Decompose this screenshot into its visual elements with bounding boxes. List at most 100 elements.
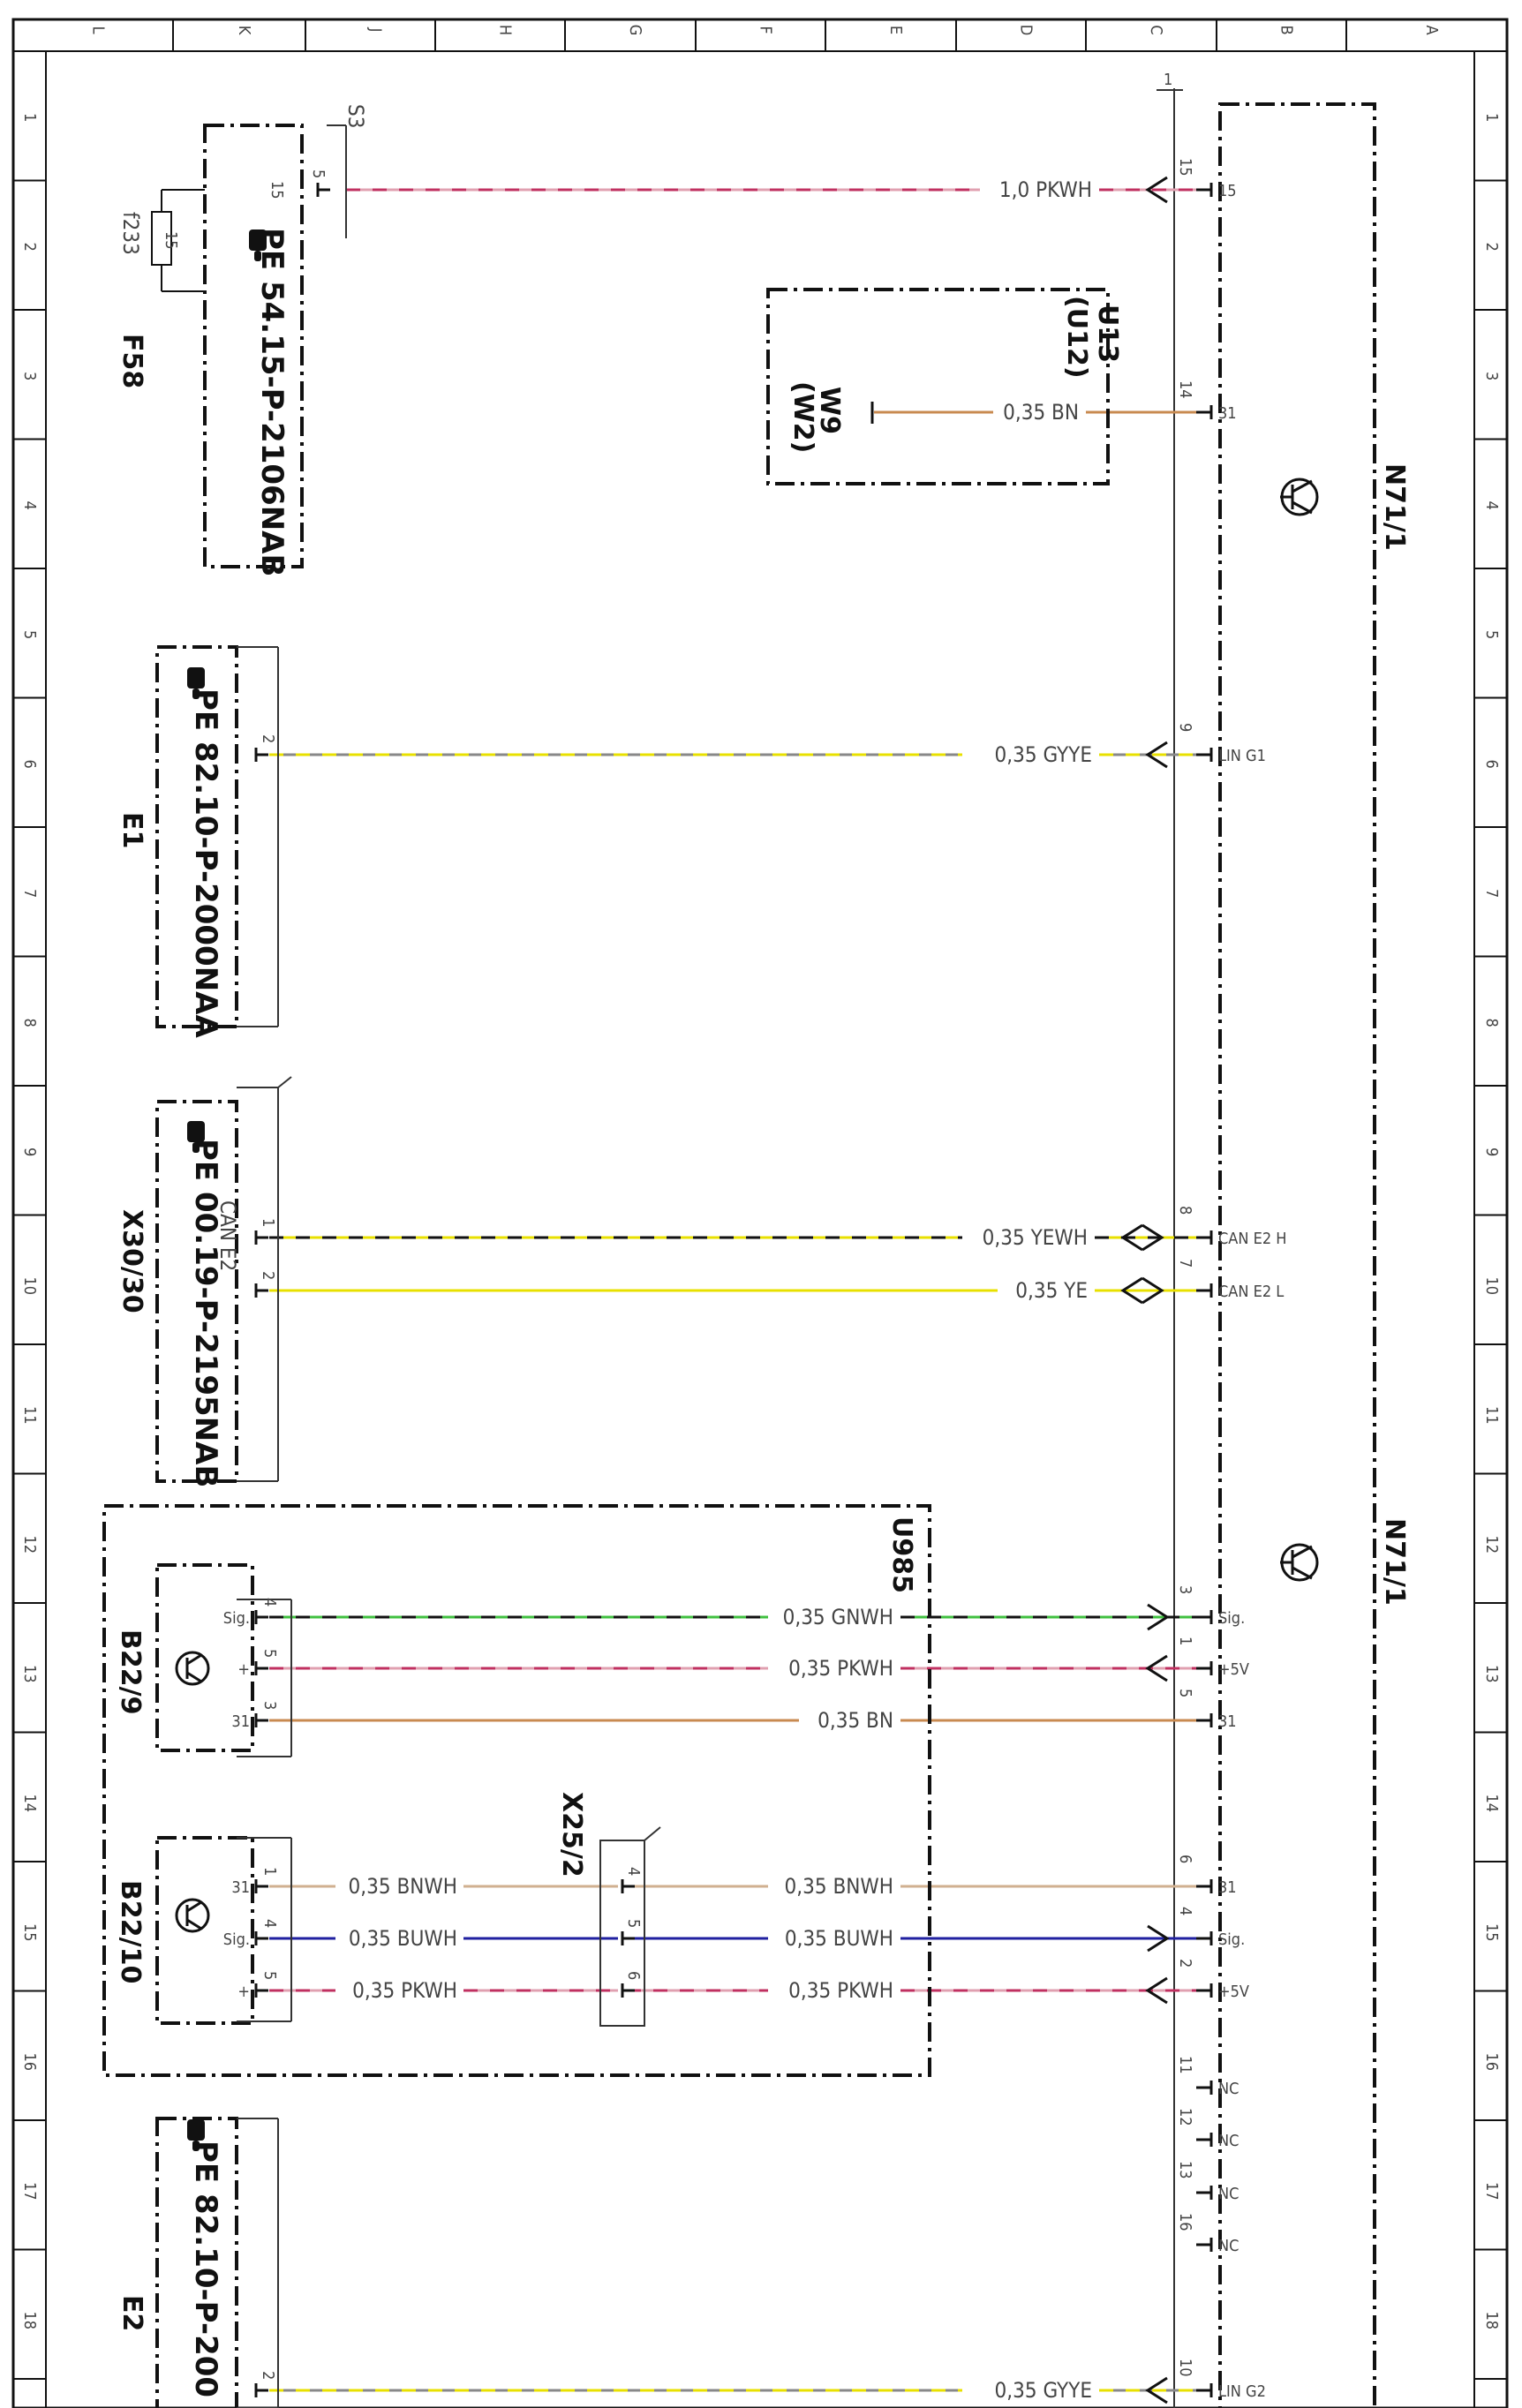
grid-row-label: 10 bbox=[20, 1277, 39, 1296]
n71-frame bbox=[1218, 102, 1376, 2408]
pin-number: 5 bbox=[260, 1971, 279, 1980]
grid-row-label: 5 bbox=[20, 630, 39, 639]
n71-pin-number: 10 bbox=[1176, 2359, 1194, 2377]
grid-row-label: 13 bbox=[20, 1665, 39, 1683]
wire-label: 0,35 BUWH bbox=[349, 1926, 457, 1951]
bidirectional-arrow-icon bbox=[1120, 1276, 1143, 1305]
pin-name: + bbox=[237, 1983, 250, 2001]
sensor-transistor-icon bbox=[175, 1651, 210, 1686]
grid-column-label: G bbox=[626, 25, 644, 36]
frame-u13 bbox=[766, 288, 1110, 485]
transistor-icon-lead bbox=[1292, 479, 1313, 493]
grid-row-label: 14 bbox=[1482, 1795, 1501, 1813]
wire-label: 0,35 BNWH bbox=[349, 1874, 457, 1899]
pin-number: 2 bbox=[259, 1271, 277, 1280]
wire-label: 0,35 BNWH bbox=[785, 1874, 893, 1899]
grid-column-label: E bbox=[886, 26, 905, 34]
sensor-transistor-lead bbox=[186, 1900, 202, 1913]
wire-label: 0,35 YE bbox=[1015, 1278, 1088, 1303]
grid-row-label: 17 bbox=[20, 2182, 39, 2201]
n71-pin-number: 8 bbox=[1176, 1206, 1194, 1215]
f233-label: f233 bbox=[118, 212, 143, 255]
wire-label: 0,35 BN bbox=[818, 1708, 893, 1733]
transistor-icon-lead bbox=[1292, 500, 1313, 515]
bus-number-label: 1 bbox=[1164, 71, 1172, 89]
frame-b22-9 bbox=[155, 1563, 254, 1752]
frame-u985 bbox=[102, 1504, 931, 2077]
x25-bracket-tick bbox=[644, 1826, 661, 1841]
n71-pin-name: CAN E2 H bbox=[1218, 1230, 1287, 1248]
grid-column-label: H bbox=[496, 25, 515, 35]
grid-row-label: 12 bbox=[20, 1536, 39, 1554]
f58-label: F58 bbox=[117, 334, 147, 388]
x25-connector bbox=[599, 1840, 645, 2027]
grid-row-label: 14 bbox=[20, 1795, 39, 1813]
w9-label: W9 bbox=[814, 387, 845, 434]
pe-s3-ref: PE 54.15-P-2106NAB bbox=[254, 228, 290, 576]
component-frames bbox=[102, 124, 1110, 2408]
pointer-hand-icon bbox=[187, 2119, 205, 2151]
transistor-icon-lead bbox=[1292, 1545, 1313, 1559]
e2-label: E2 bbox=[117, 2295, 147, 2331]
b22-10-label: B22/10 bbox=[115, 1880, 146, 1983]
frame-e2 bbox=[155, 2117, 238, 2408]
pin-number: 6 bbox=[624, 1971, 643, 1980]
grid-row-label: 13 bbox=[1482, 1665, 1501, 1683]
pointer-hand-palm bbox=[249, 230, 267, 251]
n71-pin-name: NC bbox=[1218, 2185, 1239, 2203]
n71-pin-name: 31 bbox=[1218, 404, 1237, 423]
grid-column-label: K bbox=[235, 26, 253, 35]
n71-pin-number: 9 bbox=[1176, 723, 1194, 732]
pointer-hand-icon bbox=[187, 1121, 205, 1153]
pointer-hand-finger bbox=[192, 2141, 200, 2151]
pointer-hand-finger bbox=[192, 1142, 200, 1153]
wire-label: 0,35 GYYE bbox=[995, 742, 1092, 767]
grid-row-label: 16 bbox=[1482, 2053, 1501, 2072]
n71-pin-number: 6 bbox=[1176, 1855, 1194, 1863]
pin-number: 3 bbox=[260, 1701, 279, 1710]
pin-number: 5 bbox=[260, 1649, 279, 1658]
wire-label: 0,35 GNWH bbox=[783, 1605, 893, 1629]
pe-x30-ref: PE 00.19-P-2195NAB bbox=[188, 1139, 223, 1487]
grid-row-label: 8 bbox=[1482, 1019, 1501, 1027]
pe-e2-ref: PE 82.10-P-200 bbox=[188, 2141, 223, 2397]
x30-label: X30/30 bbox=[117, 1209, 147, 1313]
grid-row-label: 12 bbox=[1482, 1536, 1501, 1554]
grid-row-label: 3 bbox=[20, 372, 39, 380]
pointer-hand-palm bbox=[187, 2119, 205, 2141]
arrow-in-icon bbox=[1145, 741, 1168, 769]
n71-pin-name: NC bbox=[1218, 2132, 1239, 2150]
grid-column-label: D bbox=[1017, 25, 1036, 35]
grid-row-label: 8 bbox=[20, 1019, 39, 1027]
n71-pin-number: 16 bbox=[1176, 2213, 1194, 2231]
grid-row-label: 11 bbox=[20, 1406, 39, 1425]
frame-s3 bbox=[203, 124, 304, 568]
grid-row-label: 16 bbox=[20, 2053, 39, 2072]
n71-pin-name: 15 bbox=[1218, 182, 1237, 200]
grid-column-label: L bbox=[89, 26, 108, 34]
grid-column-label: B bbox=[1277, 25, 1296, 34]
grid-row-label: 9 bbox=[20, 1148, 39, 1156]
wire-label: 0,35 PKWH bbox=[788, 1978, 893, 2003]
n71-pin-number: 14 bbox=[1176, 380, 1194, 399]
arrow-in-icon bbox=[1145, 1976, 1168, 2005]
wires bbox=[269, 176, 1196, 2404]
frame-e1 bbox=[155, 645, 238, 1028]
wire-label: 0,35 BUWH bbox=[785, 1926, 893, 1951]
grid-row-label: 10 bbox=[1482, 1277, 1501, 1296]
wire-label: 0,35 PKWH bbox=[788, 1656, 893, 1681]
pin-number: 2 bbox=[259, 2371, 277, 2380]
outer-border bbox=[11, 18, 1509, 2408]
grid-row-label: 17 bbox=[1482, 2182, 1501, 2201]
n71-label: N71/1 bbox=[1379, 463, 1410, 551]
arrow-in-icon bbox=[1145, 1654, 1168, 1682]
n71-pin-number: 12 bbox=[1176, 2108, 1194, 2126]
bidirectional-arrow-icon bbox=[1142, 1223, 1164, 1252]
pin-number: 2 bbox=[259, 734, 277, 743]
grid-row-label: 7 bbox=[1482, 889, 1501, 898]
grid-row-label: 18 bbox=[1482, 2312, 1501, 2330]
wire-label: 0,35 GYYE bbox=[995, 2378, 1092, 2403]
n71-pin-name: CAN E2 L bbox=[1218, 1283, 1284, 1301]
w2-label: (W2) bbox=[787, 381, 818, 453]
